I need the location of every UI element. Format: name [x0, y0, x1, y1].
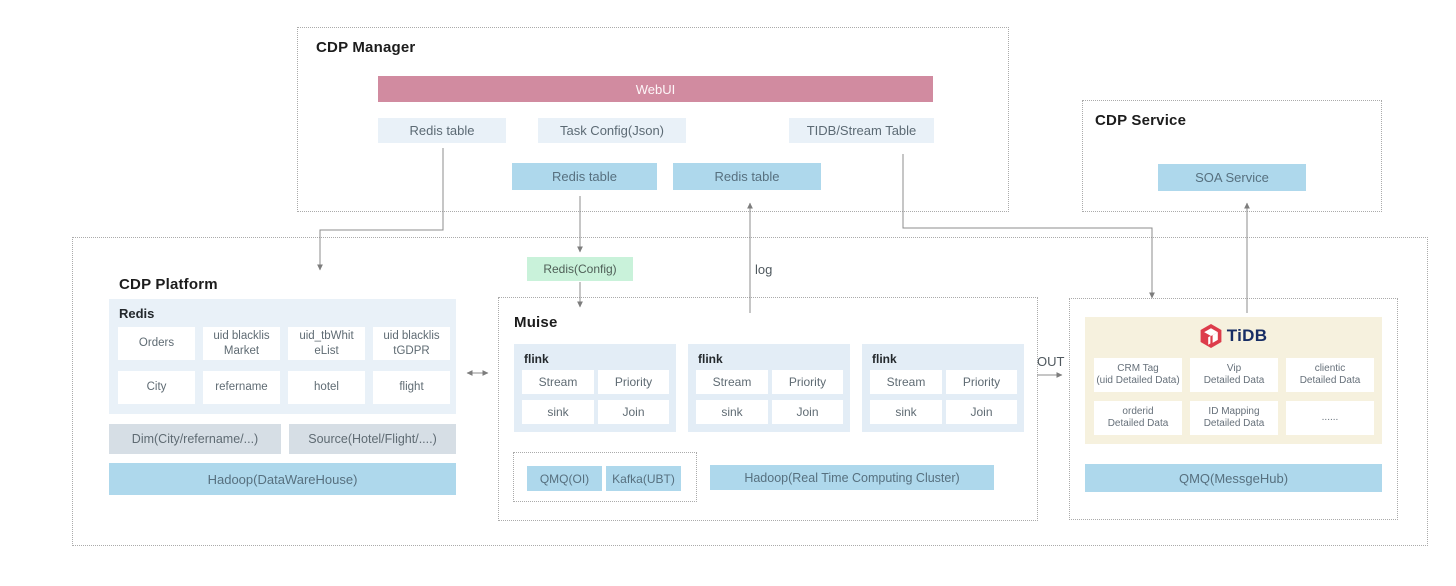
cdp-service-title: CDP Service: [1095, 112, 1187, 129]
flink-cell-priority: Priority: [772, 370, 843, 394]
cdp-manager-box: CDP Manager WebUI Redis table Task Confi…: [297, 27, 1009, 212]
redis-cell-city: City: [118, 371, 195, 404]
muise-box: Muise flink Stream Priority sink Join fl…: [498, 297, 1038, 521]
kafka-ubt-node: Kafka(UBT): [606, 466, 681, 491]
tidb-cell-crm-tag: CRM Tag(uid Detailed Data): [1094, 358, 1182, 392]
task-config-node: Task Config(Json): [538, 118, 686, 143]
tidb-cell-more: ......: [1286, 401, 1374, 435]
cdp-service-box: CDP Service SOA Service: [1082, 100, 1382, 212]
redis-table-node: Redis table: [378, 118, 506, 143]
flink-cell-sink: sink: [696, 400, 768, 424]
flink-cell-stream: Stream: [522, 370, 594, 394]
log-label: log: [755, 262, 773, 277]
ingest-sources-box: QMQ(OI) Kafka(UBT): [513, 452, 697, 502]
dim-node: Dim(City/refername/...): [109, 424, 281, 454]
cdp-manager-title: CDP Manager: [316, 39, 416, 56]
redis-table-blue-node-1: Redis table: [512, 163, 657, 190]
flink-cell-sink: sink: [870, 400, 942, 424]
flink-cell-stream: Stream: [870, 370, 942, 394]
redis-cell-orders: Orders: [118, 327, 195, 360]
cdp-platform-title: CDP Platform: [119, 276, 218, 293]
tidb-logo-text: TiDB: [1226, 326, 1268, 345]
redis-table-blue-node-2: Redis table: [673, 163, 821, 190]
redis-cell-refername: refername: [203, 371, 280, 404]
flink-cell-sink: sink: [522, 400, 594, 424]
tidb-logo-icon: [1200, 324, 1222, 348]
redis-cell-hotel: hotel: [288, 371, 365, 404]
redis-panel-title: Redis: [119, 306, 155, 321]
flink-cell-stream: Stream: [696, 370, 768, 394]
redis-config-node: Redis(Config): [527, 257, 633, 281]
flink-label: flink: [698, 352, 723, 366]
source-node: Source(Hotel/Flight/....): [289, 424, 456, 454]
soa-service-node: SOA Service: [1158, 164, 1306, 191]
redis-cell-flight: flight: [373, 371, 450, 404]
webui-bar: WebUI: [378, 76, 933, 102]
flink-panel-3: flink Stream Priority sink Join: [862, 344, 1024, 432]
flink-cell-join: Join: [598, 400, 669, 424]
flink-cell-priority: Priority: [946, 370, 1017, 394]
qmq-messagehub-node: QMQ(MessgeHub): [1085, 464, 1382, 492]
flink-label: flink: [872, 352, 897, 366]
flink-cell-join: Join: [946, 400, 1017, 424]
hadoop-datawarehouse-node: Hadoop(DataWareHouse): [109, 463, 456, 495]
tidb-logo: TiDB: [1085, 324, 1382, 348]
flink-panel-1: flink Stream Priority sink Join: [514, 344, 676, 432]
qmq-oi-node: QMQ(OI): [527, 466, 602, 491]
flink-panel-2: flink Stream Priority sink Join: [688, 344, 850, 432]
flink-cell-priority: Priority: [598, 370, 669, 394]
flink-label: flink: [524, 352, 549, 366]
hadoop-realtime-cluster-node: Hadoop(Real Time Computing Cluster): [710, 465, 994, 490]
muise-title: Muise: [514, 314, 558, 331]
tidb-stream-table-node: TIDB/Stream Table: [789, 118, 934, 143]
flink-cell-join: Join: [772, 400, 843, 424]
out-label: OUT: [1037, 354, 1065, 369]
